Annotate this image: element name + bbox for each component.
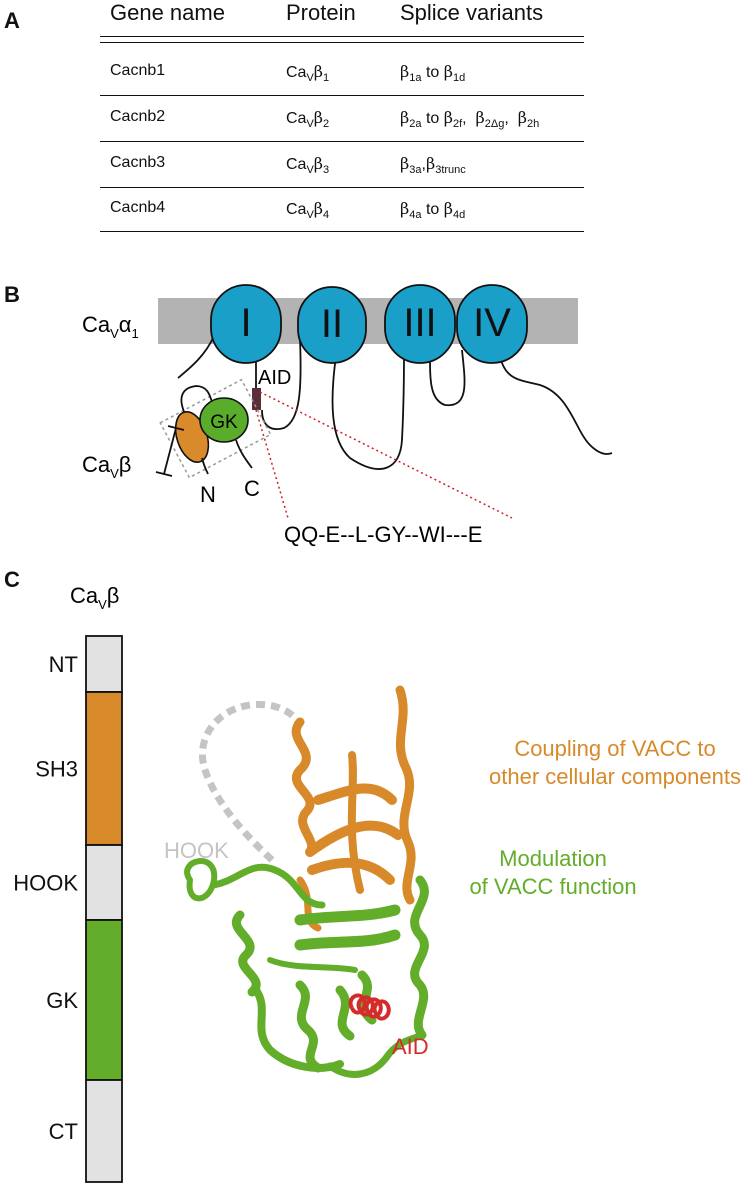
beta-bracket <box>155 425 185 477</box>
sh3-structure <box>291 685 416 932</box>
hook-label: HOOK <box>164 838 229 863</box>
gk-domain-b <box>199 397 249 443</box>
gk-structure <box>184 858 429 1078</box>
domain-iv <box>456 284 528 364</box>
segment-label-gk: GK <box>46 988 78 1013</box>
c-terminus-line <box>235 439 253 469</box>
table-rule-top-2 <box>100 42 584 44</box>
domain-ii <box>297 286 367 364</box>
aid-helix <box>348 993 391 1021</box>
protein-cell: CaVβ1 <box>286 62 330 84</box>
splice-variants-cell: β1a to β1d <box>400 62 466 84</box>
aid-sequence: QQ-E--L-GY--WI---E <box>284 522 482 547</box>
splice-variants-cell: β3a,β3trunc <box>400 154 466 176</box>
gene-cell: Cacnb1 <box>110 62 166 79</box>
protein-cell: CaVβ3 <box>286 154 330 176</box>
table-rule-top-1 <box>100 36 584 38</box>
segment-sh3 <box>85 691 123 846</box>
aid-label-c: AID <box>392 1034 429 1059</box>
modulation-text-1: Modulation <box>499 846 607 871</box>
coupling-text-2: other cellular components <box>489 764 741 789</box>
loop-ii-iii <box>331 354 405 470</box>
domain-label-iii: III <box>403 301 436 345</box>
c-terminal-tail <box>499 355 613 455</box>
segment-ct <box>85 1079 123 1183</box>
splice-variants-cell: β4a to β4d <box>400 199 466 221</box>
header-protein: Protein <box>286 0 356 25</box>
panel-letter-b: B <box>4 282 20 307</box>
gk-label-b: GK <box>210 412 238 433</box>
table-rule-bottom <box>100 231 584 233</box>
segment-label-ct: CT <box>49 1119 78 1144</box>
domain-label-i: I <box>240 301 251 345</box>
structure-cartoon <box>184 685 429 1078</box>
panel-letter-c: C <box>4 567 20 592</box>
modulation-text-2: of VACC function <box>469 874 636 899</box>
segment-label-sh3: SH3 <box>35 757 78 782</box>
beta-label-c: CaVβ <box>70 583 119 612</box>
hook-loop <box>180 385 213 417</box>
gene-cell: Cacnb4 <box>110 199 166 216</box>
domain-label-iv: IV <box>473 301 511 345</box>
hook-dashed-loop <box>198 700 301 863</box>
gene-cell: Cacnb3 <box>110 154 166 171</box>
gene-cell: Cacnb2 <box>110 108 166 125</box>
table-rule-3 <box>100 187 584 189</box>
splice-variants-cell: β2a to β2f, β2Δg, β2h <box>400 108 540 130</box>
n-terminus-line <box>201 457 209 475</box>
aid-zoom-lines <box>255 391 513 519</box>
segment-hook <box>85 844 123 921</box>
c-terminus-label: C <box>244 476 260 501</box>
header-gene-name: Gene name <box>110 0 225 25</box>
table-rule-2 <box>100 141 584 143</box>
protein-cell: CaVβ4 <box>286 199 330 221</box>
segment-label-nt: NT <box>49 652 78 677</box>
n-terminal-tail <box>177 335 215 379</box>
panel-letter-a: A <box>4 8 20 33</box>
header-splice-variants: Splice variants <box>400 0 544 25</box>
beta-dotted-box <box>159 378 272 479</box>
coupling-text-1: Coupling of VACC to <box>514 736 715 761</box>
aid-segment <box>252 388 261 410</box>
aid-label-b: AID <box>258 367 291 389</box>
table-rule-1 <box>100 95 584 97</box>
n-terminus-label: N <box>200 482 216 507</box>
segment-nt <box>85 635 123 693</box>
protein-cell: CaVβ2 <box>286 108 330 130</box>
domain-label-ii: II <box>321 302 343 346</box>
beta-label-b: CaVβ <box>82 452 131 481</box>
segment-label-hook: HOOK <box>13 871 78 896</box>
domain-i <box>210 284 282 364</box>
loop-iii-iv <box>429 349 466 406</box>
segment-gk <box>85 919 123 1081</box>
alpha1-label: CaVα1 <box>82 312 139 341</box>
domain-iii <box>384 284 456 364</box>
